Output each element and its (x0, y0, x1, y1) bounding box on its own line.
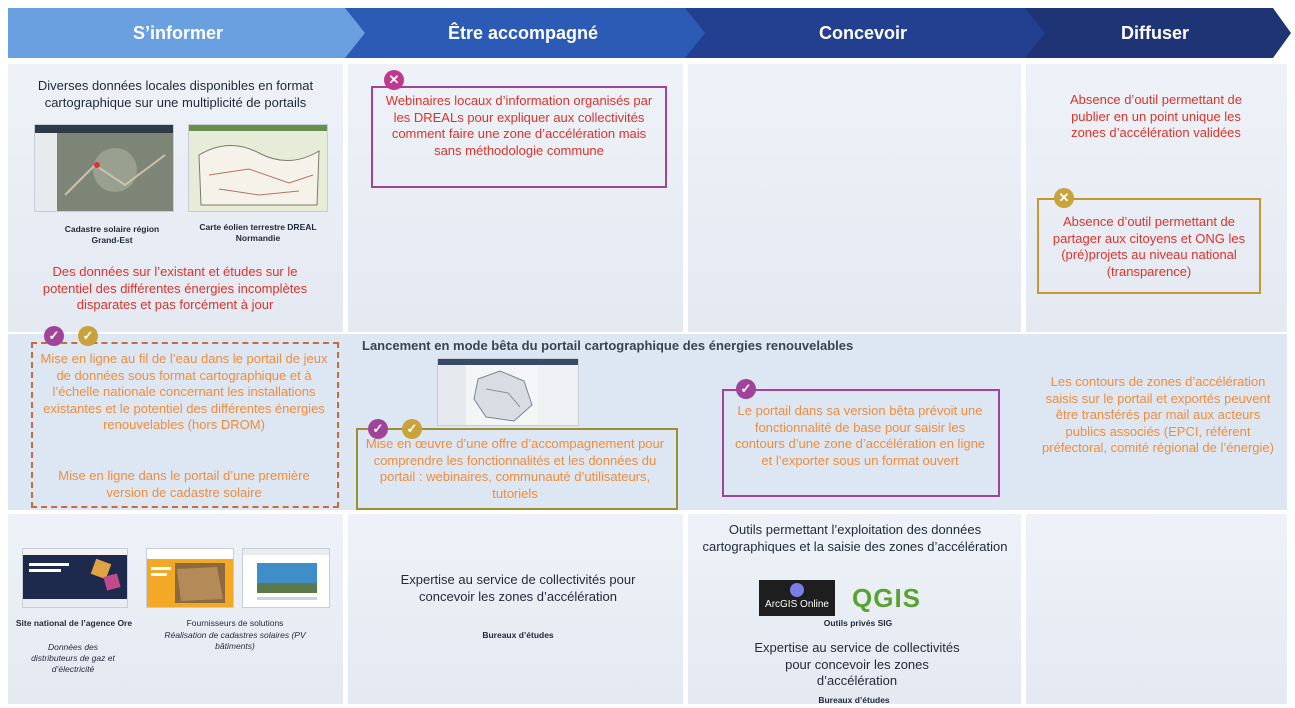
expertise-text-concevoir: Expertise au service de collectivités po… (754, 640, 960, 688)
check-badge-icon: ✓ (368, 419, 388, 439)
caption-carte-eolien: Carte éolien terrestre DREAL Normandie (199, 222, 317, 243)
cell-r3-c3 (688, 514, 1021, 704)
header-label: Être accompagné (447, 23, 599, 43)
issue-text-donnees: Des données sur l’existant et études sur… (42, 264, 308, 312)
arcgis-logo: ArcGIS Online (759, 580, 835, 616)
solution-thumbnail-1 (146, 548, 234, 608)
check-badge-icon: ✓ (78, 326, 98, 346)
header-label: S’informer (132, 23, 224, 43)
solution-thumbnail-2 (242, 548, 330, 608)
portal-thumbnail (437, 358, 579, 426)
outils-text: Outils permettant l’exploitation des don… (702, 522, 1008, 554)
cross-badge-icon: ✕ (1054, 188, 1074, 208)
caption-ore-title: Site national de l’agence Ore (15, 618, 133, 628)
cell-r3-c1 (8, 514, 343, 704)
cell-r1-c3 (688, 64, 1021, 332)
caption-bureaux-etudes: Bureaux d’études (482, 630, 554, 640)
arcgis-label: ArcGIS Online (765, 599, 829, 610)
row-band-beta-launch (8, 334, 1287, 510)
map-thumbnail-eolien (188, 124, 328, 212)
header-step-etre-accompagne: Être accompagné (345, 8, 707, 58)
check-badge-icon: ✓ (402, 419, 422, 439)
cell-r1-c2 (348, 64, 683, 332)
chevron-shape (8, 8, 368, 58)
chevron-shape (345, 8, 707, 58)
issue-box-partager (1037, 198, 1261, 294)
cell-r3-c4 (1026, 514, 1287, 704)
intro-text: Diverses données locales disponibles en … (37, 78, 314, 110)
achievement-box-portail (31, 342, 339, 508)
caption-bureaux-etudes-2: Bureaux d’études (818, 695, 890, 705)
issue-box-webinaires (371, 86, 667, 188)
issue-text-publier: Absence d’outil permettant de publier en… (1070, 92, 1242, 140)
achievement-text-cadastre: Mise en ligne dans le portail d’une prem… (58, 468, 310, 500)
arcgis-icon (790, 583, 804, 597)
achievement-box-accompagnement (356, 428, 678, 510)
expertise-text-accompagne: Expertise au service de collectivités po… (400, 572, 636, 604)
header-step-diffuser: Diffuser (1025, 8, 1291, 58)
qgis-logo: QGIS (852, 582, 932, 614)
cross-badge-icon: ✕ (384, 70, 404, 90)
header-step-sinformer: S’informer (8, 8, 368, 58)
website-image (147, 549, 233, 603)
caption-fournisseurs-sub: Réalisation de cadastres solaires (PV bâ… (164, 630, 306, 651)
map-image (189, 125, 327, 211)
map-image (438, 359, 578, 425)
header-label: Diffuser (1120, 23, 1189, 43)
issue-text-partager: Absence d’outil permettant de partager a… (1052, 214, 1246, 279)
achievement-text-jeux-donnees: Mise en ligne au fil de l’eau dans le po… (40, 351, 328, 432)
check-badge-icon: ✓ (44, 326, 64, 346)
website-image (23, 549, 127, 607)
beta-launch-title: Lancement en mode bêta du portail cartog… (362, 338, 854, 353)
header-label: Concevoir (818, 23, 908, 43)
achievement-box-saisie (722, 389, 1000, 497)
achievement-text-accompagnement: Mise en œuvre d’une offre d’accompagneme… (365, 436, 665, 501)
chevron-shape (1025, 8, 1291, 58)
header-step-concevoir: Concevoir (685, 8, 1047, 58)
chevron-shape (685, 8, 1047, 58)
caption-fournisseurs-title: Fournisseurs de solutions (186, 618, 284, 628)
issue-text-webinaires: Webinaires locaux d’information organisé… (385, 93, 653, 158)
achievement-text-transfert: Les contours de zones d’accélération sai… (1042, 374, 1274, 455)
check-badge-icon: ✓ (736, 379, 756, 399)
website-image (243, 549, 329, 600)
achievement-text-saisie: Le portail dans sa version bêta prévoit … (734, 403, 986, 468)
caption-outils-prives: Outils privés SIG (823, 618, 893, 628)
caption-ore-sub: Données des distributeurs de gaz et d’él… (31, 642, 115, 674)
caption-cadastre-solaire: Cadastre solaire région Grand-Est (64, 224, 160, 245)
qgis-label: QGIS (852, 583, 922, 613)
map-thumbnail-solaire (34, 124, 174, 212)
cell-r3-c2 (348, 514, 683, 704)
map-image (35, 125, 173, 211)
ore-site-thumbnail (22, 548, 128, 608)
